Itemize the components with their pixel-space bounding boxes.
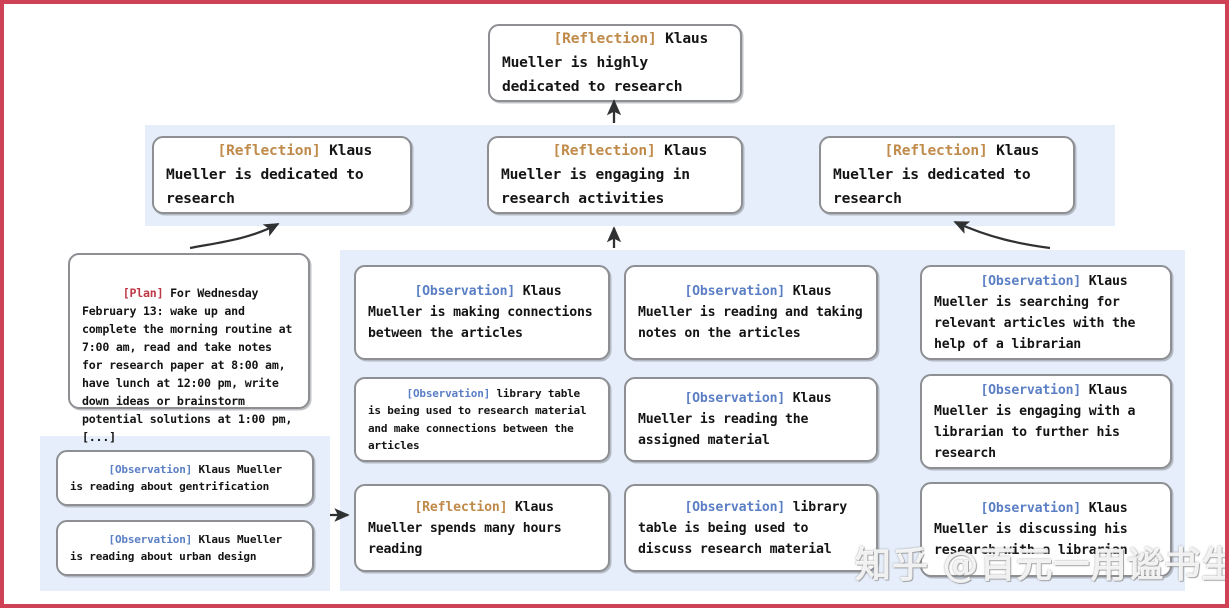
node-text: [Observation] Klaus Mueller is reading t…	[626, 367, 876, 472]
observation-tag: [Observation]	[684, 284, 786, 299]
node-text: [Observation] Klaus Mueller is reading a…	[626, 260, 876, 365]
node-body: Klaus Mueller is discussing his research…	[934, 501, 1136, 558]
node-body: Klaus Mueller is making connections betw…	[368, 284, 601, 341]
node-text: [Observation] Klaus Mueller is making co…	[356, 260, 608, 365]
node-body: Klaus Mueller is reading the assigned ma…	[638, 391, 840, 448]
observation-tag: [Observation]	[980, 273, 1082, 289]
node-text: [Plan] For Wednesday February 13: wake u…	[70, 255, 308, 464]
node-body: Klaus Mueller is engaging in research ac…	[501, 142, 716, 207]
node-observation-library-table-discuss[interactable]: [Observation] library table is being use…	[624, 484, 878, 572]
reflection-tag: [Reflection]	[884, 142, 988, 159]
node-text: [Observation] Klaus Mueller is engaging …	[922, 359, 1170, 485]
node-body: Klaus Mueller is dedicated to research	[166, 142, 381, 207]
node-body: Klaus Mueller spends many hours reading	[368, 499, 570, 557]
node-text: [Reflection] Klaus Mueller is dedicated …	[821, 115, 1073, 235]
node-reflection-right[interactable]: [Reflection] Klaus Mueller is dedicated …	[819, 136, 1075, 214]
node-body: Klaus Mueller is engaging with a librari…	[934, 382, 1143, 461]
node-reflection-left[interactable]: [Reflection] Klaus Mueller is dedicated …	[152, 136, 412, 214]
reflection-tag: [Reflection]	[553, 30, 657, 47]
node-text: [Observation] Klaus Mueller is discussin…	[922, 477, 1170, 582]
node-body: library table is being used to research …	[368, 386, 593, 453]
node-observation-engaging-librarian[interactable]: [Observation] Klaus Mueller is engaging …	[920, 374, 1172, 469]
observation-tag: [Observation]	[980, 382, 1082, 398]
node-observation-gentrification[interactable]: [Observation] Klaus Mueller is reading a…	[56, 450, 314, 506]
reflection-tag: [Reflection]	[217, 142, 321, 159]
node-text: [Observation] library table is being use…	[626, 476, 876, 581]
node-body: Klaus Mueller is searching for relevant …	[934, 273, 1143, 352]
observation-tag: [Observation]	[406, 386, 491, 400]
node-text: [Reflection] Klaus Mueller spends many h…	[356, 476, 608, 581]
observation-tag: [Observation]	[108, 462, 193, 476]
node-reflection-middle[interactable]: [Reflection] Klaus Mueller is engaging i…	[487, 136, 743, 214]
node-text: [Reflection] Klaus Mueller is dedicated …	[154, 115, 410, 235]
node-observation-library-table-connections[interactable]: [Observation] library table is being use…	[354, 377, 610, 462]
node-body: Klaus Mueller is reading about urban des…	[70, 532, 289, 564]
node-observation-discussing-librarian[interactable]: [Observation] Klaus Mueller is discussin…	[920, 482, 1172, 577]
node-observation-reading-notes[interactable]: [Observation] Klaus Mueller is reading a…	[624, 265, 878, 360]
plan-tag: [Plan]	[122, 286, 164, 300]
node-observation-connections[interactable]: [Observation] Klaus Mueller is making co…	[354, 265, 610, 360]
node-plan[interactable]: [Plan] For Wednesday February 13: wake u…	[68, 253, 310, 444]
node-reflection-spends-hours[interactable]: [Reflection] Klaus Mueller spends many h…	[354, 484, 610, 572]
observation-tag: [Observation]	[684, 391, 786, 406]
node-observation-urban-design[interactable]: [Observation] Klaus Mueller is reading a…	[56, 520, 314, 576]
node-body: Klaus Mueller is reading about gentrific…	[70, 462, 289, 494]
observation-tag: [Observation]	[684, 499, 786, 515]
node-text: [Observation] Klaus Mueller is searching…	[922, 250, 1170, 376]
node-observation-assigned-material[interactable]: [Observation] Klaus Mueller is reading t…	[624, 377, 878, 462]
node-root-reflection[interactable]: [Reflection] Klaus Mueller is highly ded…	[488, 24, 742, 102]
reflection-tag: [Reflection]	[414, 499, 508, 515]
observation-tag: [Observation]	[980, 501, 1082, 516]
node-body: Klaus Mueller is reading and taking note…	[638, 284, 871, 341]
node-text: [Observation] library table is being use…	[356, 367, 608, 472]
node-text: [Observation] Klaus Mueller is reading a…	[58, 443, 312, 513]
node-body: Klaus Mueller is highly dedicated to res…	[502, 30, 717, 95]
node-body: For Wednesday February 13: wake up and c…	[82, 286, 299, 444]
reflection-tag: [Reflection]	[552, 142, 656, 159]
node-body: library table is being used to discuss r…	[638, 499, 855, 557]
node-text: [Reflection] Klaus Mueller is highly ded…	[490, 3, 740, 123]
node-observation-searching-articles[interactable]: [Observation] Klaus Mueller is searching…	[920, 265, 1172, 360]
node-body: Klaus Mueller is dedicated to research	[833, 142, 1048, 207]
node-text: [Observation] Klaus Mueller is reading a…	[58, 513, 312, 583]
observation-tag: [Observation]	[414, 284, 516, 299]
node-text: [Reflection] Klaus Mueller is engaging i…	[489, 115, 741, 235]
observation-tag: [Observation]	[108, 532, 193, 546]
